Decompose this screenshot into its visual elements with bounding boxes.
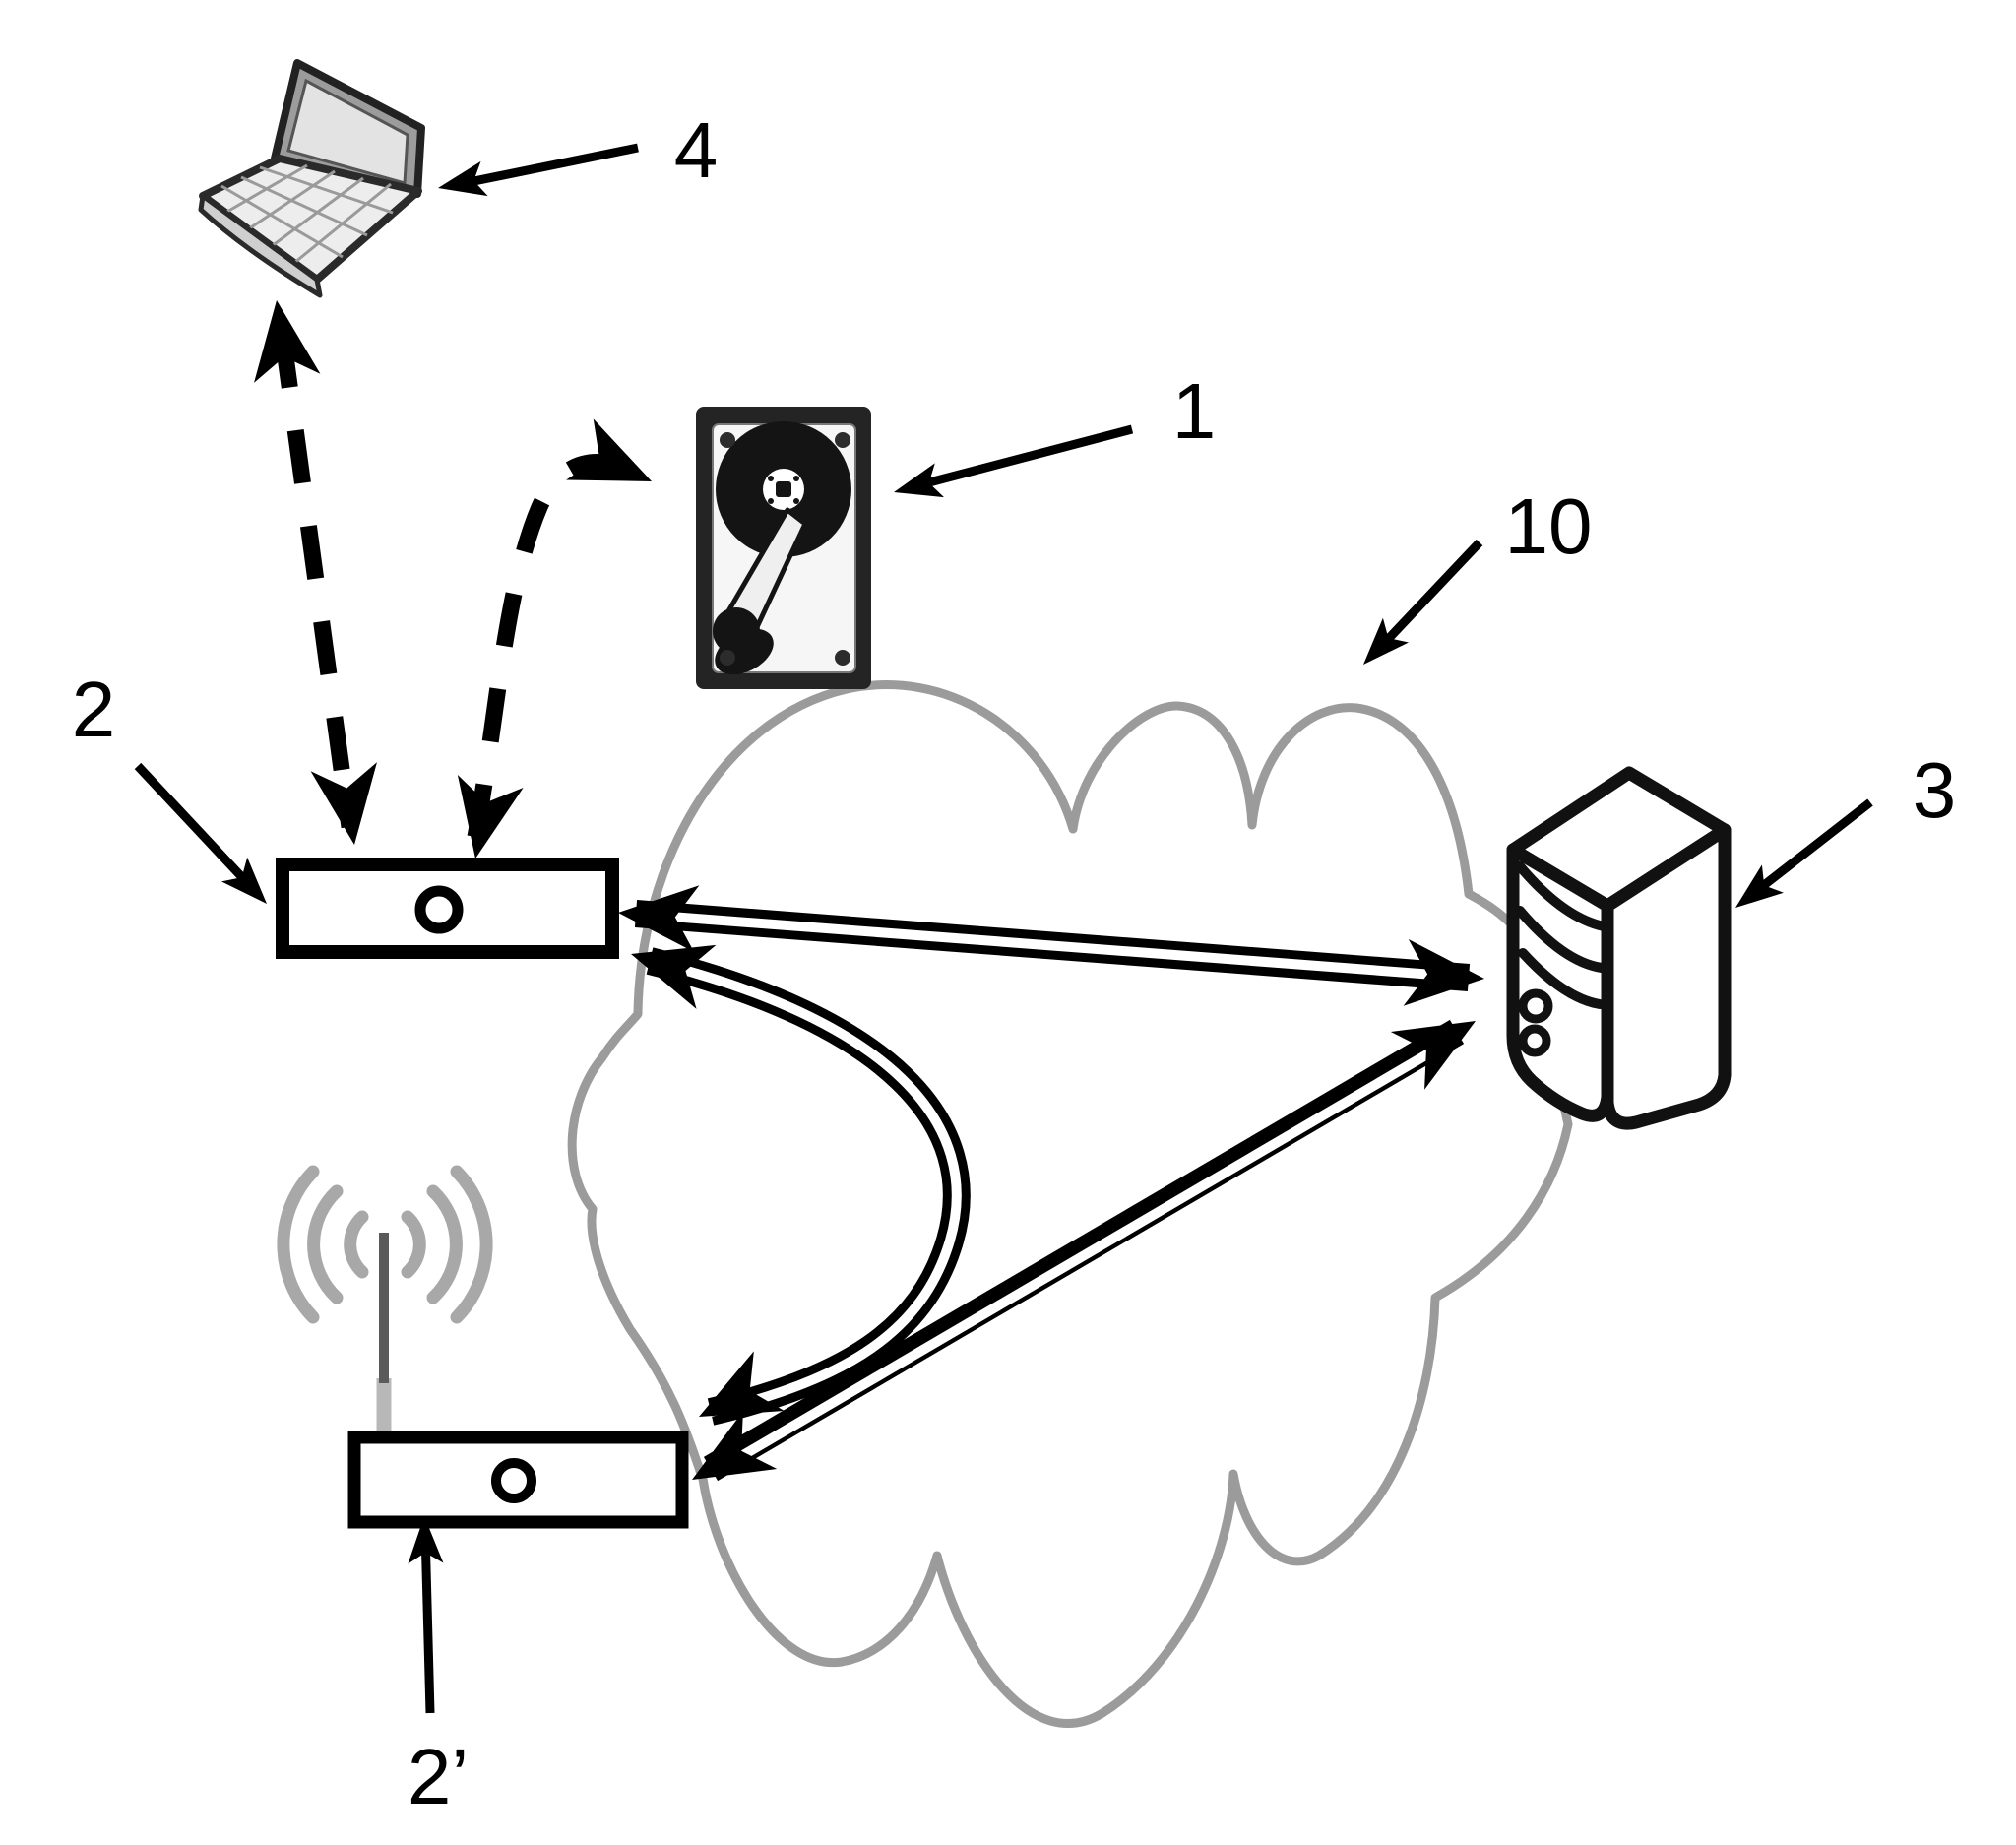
label-network: 10: [1350, 482, 1593, 677]
link-router-cloudedge: [621, 922, 971, 1447]
label-network-text: 10: [1505, 482, 1593, 570]
label-disk-text: 1: [1172, 367, 1217, 455]
label-wireless-router-text: 2’: [408, 1733, 469, 1820]
label-laptop-text: 4: [674, 106, 719, 194]
server-button: [1518, 1024, 1551, 1057]
wifi-waves-icon: [277, 1165, 493, 1324]
arrowhead: [310, 762, 388, 850]
label-disk: 1: [889, 367, 1217, 510]
link-router-server: [615, 879, 1487, 1012]
keyboard-grid: [220, 163, 394, 265]
label-laptop: 4: [434, 106, 718, 206]
hard-disk-icon: [696, 407, 871, 689]
server-front-arcs: [1515, 861, 1608, 1009]
laptop-icon: [198, 59, 425, 298]
cloud-outline: [567, 680, 1573, 1728]
arrowhead: [889, 463, 945, 510]
link-server-wrouter: [674, 991, 1493, 1509]
cloud-icon: [567, 680, 1573, 1728]
label-wireless-router: 2’: [407, 1515, 469, 1820]
link-router-laptop-dashed: [243, 295, 388, 850]
label-server: 3: [1724, 746, 1957, 922]
server-button: [1518, 988, 1553, 1024]
router-led: [491, 1458, 536, 1503]
router-led: [414, 885, 464, 934]
router-box-icon: [276, 858, 619, 959]
server-tower-icon: [1506, 766, 1732, 1130]
wireless-router-icon: [277, 1165, 689, 1529]
label-server-text: 3: [1913, 746, 1957, 834]
link-router-disk-dashed: [442, 418, 665, 865]
label-router-text: 2: [72, 666, 116, 753]
label-router: 2: [72, 666, 281, 917]
